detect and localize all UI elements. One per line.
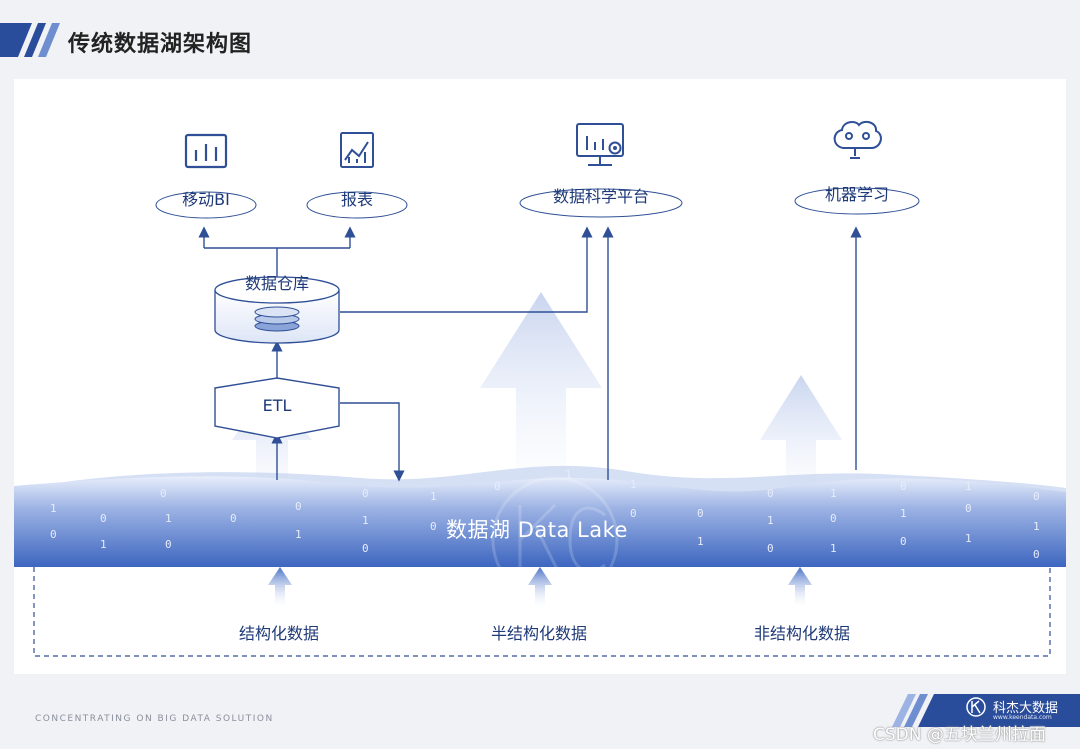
- svg-text:0: 0: [830, 512, 837, 525]
- bar-chart-icon: [184, 133, 228, 169]
- warehouse-label: 数据仓库: [244, 274, 310, 293]
- data-lake-label: 数据湖 Data Lake: [446, 518, 628, 542]
- brand-logo-icon: [966, 697, 986, 717]
- svg-text:0: 0: [697, 507, 704, 520]
- source-structured-label: 结构化数据: [238, 624, 320, 643]
- svg-text:0: 0: [965, 502, 972, 515]
- monitor-gear-icon: [576, 123, 624, 166]
- svg-text:0: 0: [50, 528, 57, 541]
- sources-frame: [33, 567, 1051, 657]
- svg-text:0: 0: [165, 538, 172, 551]
- svg-text:1: 1: [100, 538, 107, 551]
- svg-text:0: 0: [1033, 490, 1040, 503]
- svg-text:1: 1: [165, 512, 172, 525]
- report-icon: [340, 132, 374, 168]
- svg-text:0: 0: [630, 507, 637, 520]
- svg-text:0: 0: [160, 487, 167, 500]
- large-arrow-center: [480, 292, 602, 470]
- connector-lines: [198, 226, 862, 482]
- brand-url: www.keendata.com: [993, 714, 1052, 721]
- svg-text:0: 0: [494, 480, 501, 493]
- svg-text:0: 0: [362, 542, 369, 555]
- svg-text:1: 1: [965, 532, 972, 545]
- svg-text:0: 0: [900, 535, 907, 548]
- svg-text:0: 0: [1033, 548, 1040, 561]
- svg-text:1: 1: [430, 490, 437, 503]
- source-arrows: [268, 567, 812, 610]
- page-title: 传统数据湖架构图: [68, 32, 253, 57]
- report-label: 报表: [340, 190, 374, 209]
- svg-text:1: 1: [697, 535, 704, 548]
- ml-ellipse: [794, 187, 920, 215]
- brand-banner: [892, 694, 1080, 727]
- source-semi-structured-label: 半结构化数据: [490, 624, 588, 643]
- svg-text:0: 0: [767, 487, 774, 500]
- svg-text:1: 1: [1033, 520, 1040, 533]
- svg-text:1: 1: [965, 480, 972, 493]
- svg-text:0: 0: [767, 542, 774, 555]
- footer-tagline: CONCENTRATING ON BIG DATA SOLUTION: [35, 714, 274, 724]
- report-ellipse: [306, 191, 408, 219]
- svg-text:0: 0: [230, 512, 237, 525]
- svg-text:1: 1: [767, 514, 774, 527]
- data-science-ellipse: [519, 188, 683, 218]
- header-stripes: [0, 23, 60, 57]
- brand-name: 科杰大数据: [993, 701, 1059, 716]
- svg-text:1: 1: [900, 507, 907, 520]
- svg-text:1: 1: [362, 514, 369, 527]
- svg-text:1: 1: [630, 478, 637, 491]
- svg-text:1: 1: [50, 502, 57, 515]
- mobile-bi-label: 移动BI: [182, 190, 230, 209]
- etl-label: ETL: [262, 396, 292, 415]
- svg-text:0: 0: [100, 512, 107, 525]
- mobile-bi-ellipse: [155, 191, 257, 219]
- large-arrow-right: [760, 375, 842, 490]
- brain-icon: [833, 120, 882, 159]
- etl-hexagon: [214, 377, 340, 439]
- svg-text:1: 1: [830, 487, 837, 500]
- data-science-label: 数据科学平台: [552, 187, 650, 206]
- svg-text:0: 0: [362, 487, 369, 500]
- svg-text:1: 1: [565, 468, 572, 481]
- lake-wave-front: [14, 476, 1066, 567]
- warehouse-cylinder: [214, 276, 340, 344]
- csdn-watermark: CSDN @五块兰州拉面: [873, 725, 1046, 745]
- svg-text:1: 1: [830, 542, 837, 555]
- watermark-logo: [491, 476, 619, 604]
- svg-text:1: 1: [295, 528, 302, 541]
- svg-text:0: 0: [900, 480, 907, 493]
- ml-label: 机器学习: [824, 185, 890, 204]
- source-unstructured-label: 非结构化数据: [753, 624, 851, 643]
- svg-text:0: 0: [295, 500, 302, 513]
- svg-text:0: 0: [430, 520, 437, 533]
